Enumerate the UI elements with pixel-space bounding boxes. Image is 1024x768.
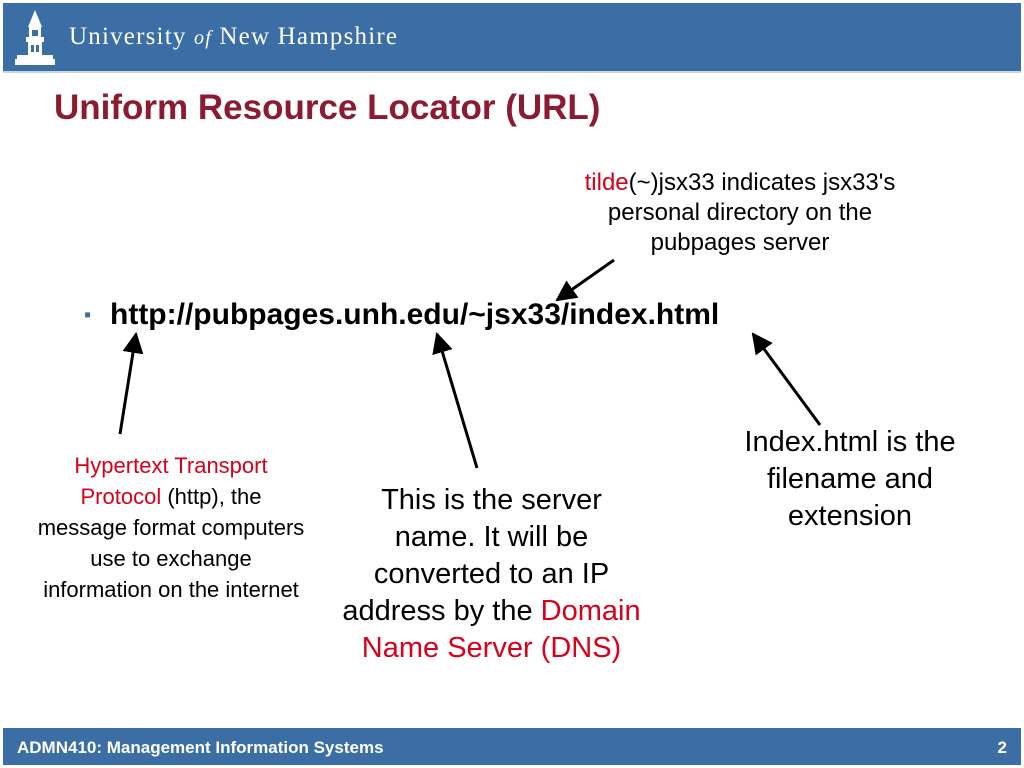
bullet-marker-icon: ▪ bbox=[84, 304, 92, 326]
footer: ADMN410: Management Information Systems … bbox=[3, 728, 1021, 765]
server-text: This is the server name. It will be conv… bbox=[342, 484, 610, 627]
header-band: University of New Hampshire bbox=[3, 3, 1021, 73]
tilde-text: (~)jsx33 indicates jsx33's personal dire… bbox=[607, 169, 896, 256]
course-title: ADMN410: Management Information Systems bbox=[17, 738, 384, 757]
page-number: 2 bbox=[997, 738, 1007, 757]
slide-title: Uniform Resource Locator (URL) bbox=[54, 88, 601, 127]
server-annotation: This is the server name. It will be conv… bbox=[338, 482, 645, 667]
arrow-to-filename bbox=[751, 332, 822, 426]
arrow-to-tilde bbox=[555, 258, 615, 302]
http-annotation: Hypertext Transport Protocol (http), the… bbox=[35, 450, 307, 605]
header: University of New Hampshire bbox=[0, 0, 1024, 74]
http-highlight: Hypertext Transport Protocol bbox=[74, 453, 268, 509]
url-text: http://pubpages.unh.edu/~jsx33/index.htm… bbox=[110, 298, 720, 331]
dns-highlight: Domain Name Server (DNS) bbox=[361, 595, 641, 664]
arrow-to-server-name bbox=[432, 331, 479, 469]
tilde-annotation: tilde(~)jsx33 indicates jsx33's personal… bbox=[555, 168, 925, 258]
filename-annotation: Index.html is the filename and extension bbox=[744, 426, 956, 532]
university-tower-logo bbox=[15, 10, 55, 65]
university-name: University of New Hampshire bbox=[69, 23, 399, 50]
tilde-highlight: tilde bbox=[584, 169, 629, 196]
arrow-to-http bbox=[118, 331, 144, 435]
http-text: (http), the message format computers use… bbox=[37, 484, 305, 602]
